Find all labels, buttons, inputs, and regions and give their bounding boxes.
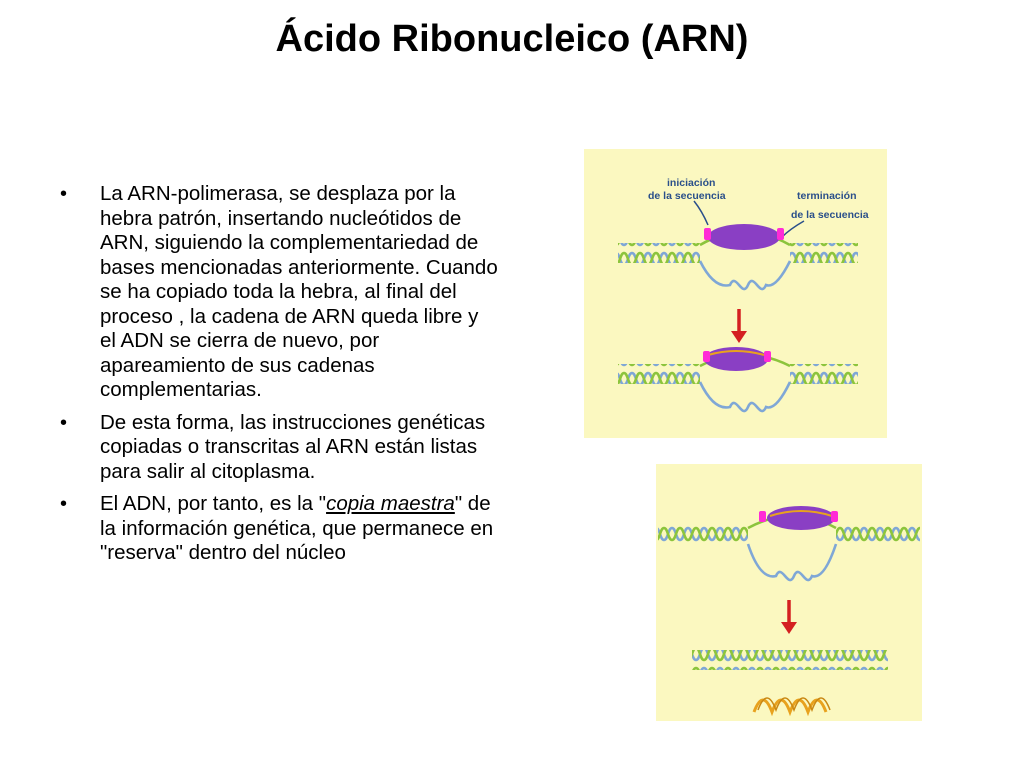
dna-helix bbox=[618, 230, 858, 291]
transcription-figure-bottom bbox=[656, 464, 922, 721]
bullet-emphasis: copia maestra bbox=[326, 492, 455, 515]
dna-helix bbox=[658, 514, 920, 582]
rna-polymerase bbox=[704, 224, 784, 250]
dna-helix-closed bbox=[692, 650, 888, 670]
rna-polymerase bbox=[759, 506, 838, 530]
bullet-text-start: El ADN, por tanto, es la " bbox=[100, 492, 327, 515]
slide-title: Ácido Ribonucleico (ARN) bbox=[275, 18, 749, 60]
bullet-item: • El ADN, por tanto, es la "copia maestr… bbox=[58, 492, 498, 566]
label-end-line2: de la secuencia bbox=[791, 209, 869, 221]
transcription-diagram-bottom bbox=[658, 506, 920, 717]
rna-strand bbox=[752, 697, 831, 717]
bullet-text: La ARN-polimerasa, se desplaza por la he… bbox=[100, 182, 498, 401]
bullet-item: • De esta forma, las instrucciones genét… bbox=[58, 411, 498, 485]
label-end-line1: terminación bbox=[797, 190, 857, 202]
transcription-diagram-top: iniciación de la secuencia terminación d… bbox=[618, 177, 869, 413]
down-arrow-icon bbox=[731, 309, 747, 343]
bullet-dot: • bbox=[60, 493, 68, 515]
bullet-text: De esta forma, las instrucciones genétic… bbox=[100, 410, 486, 483]
label-start-line1: iniciación bbox=[667, 177, 715, 189]
bullet-list: • La ARN-polimerasa, se desplaza por la … bbox=[58, 182, 498, 574]
transcription-figure-top: iniciación de la secuencia terminación d… bbox=[584, 149, 887, 438]
label-start-line2: de la secuencia bbox=[648, 190, 726, 202]
bullet-text-end: " de la información genética, que perman… bbox=[100, 492, 494, 564]
bullet-dot: • bbox=[60, 411, 68, 434]
bullet-dot: • bbox=[60, 183, 68, 205]
bullet-item: • La ARN-polimerasa, se desplaza por la … bbox=[58, 182, 498, 403]
rna-polymerase bbox=[703, 347, 771, 371]
down-arrow-icon bbox=[781, 600, 797, 634]
pointer-line-icon bbox=[781, 220, 805, 238]
pointer-line-icon bbox=[693, 200, 709, 226]
